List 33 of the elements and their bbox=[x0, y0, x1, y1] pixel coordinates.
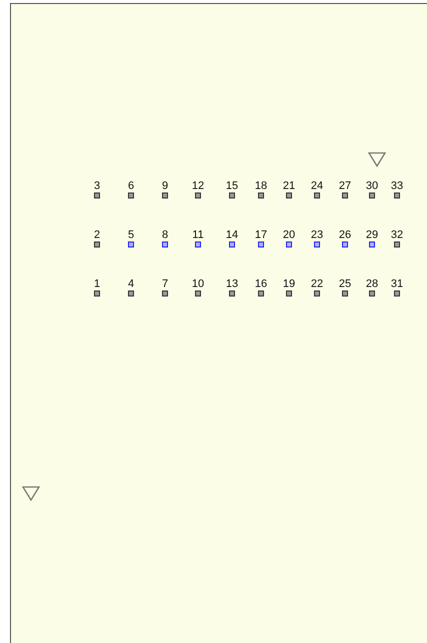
marker-number: 32 bbox=[390, 229, 404, 241]
marker-number: 3 bbox=[94, 180, 100, 192]
marker-number: 25 bbox=[338, 278, 352, 290]
marker-number: 18 bbox=[254, 180, 268, 192]
marker-number: 21 bbox=[282, 180, 296, 192]
marker-number: 29 bbox=[366, 229, 378, 241]
marker-number: 9 bbox=[162, 180, 168, 192]
marker-number: 13 bbox=[226, 278, 238, 290]
marker-number: 20 bbox=[282, 229, 296, 241]
marker-number: 31 bbox=[390, 278, 404, 290]
marker-number: 11 bbox=[192, 229, 204, 241]
marker-number: 8 bbox=[162, 229, 168, 241]
marker-number: 26 bbox=[338, 229, 352, 241]
marker-number: 23 bbox=[310, 229, 324, 241]
marker-number: 27 bbox=[338, 180, 352, 192]
marker-number: 14 bbox=[226, 229, 238, 241]
marker-number: 24 bbox=[310, 180, 324, 192]
marker-number: 12 bbox=[192, 180, 204, 192]
marker-number: 22 bbox=[310, 278, 324, 290]
marker-number: 10 bbox=[192, 278, 204, 290]
marker-number: 7 bbox=[162, 278, 168, 290]
marker-number: 6 bbox=[128, 180, 134, 192]
marker-number: 17 bbox=[254, 229, 268, 241]
marker-number: 4 bbox=[128, 278, 134, 290]
marker-number: 33 bbox=[390, 180, 404, 192]
marker-number: 16 bbox=[254, 278, 268, 290]
marker-number: 15 bbox=[226, 180, 238, 192]
marker-number: 5 bbox=[128, 229, 134, 241]
marker-number: 30 bbox=[366, 180, 378, 192]
marker-number: 1 bbox=[94, 278, 100, 290]
marker-number: 2 bbox=[94, 229, 100, 241]
marker-number: 19 bbox=[282, 278, 296, 290]
marker-number: 28 bbox=[366, 278, 378, 290]
